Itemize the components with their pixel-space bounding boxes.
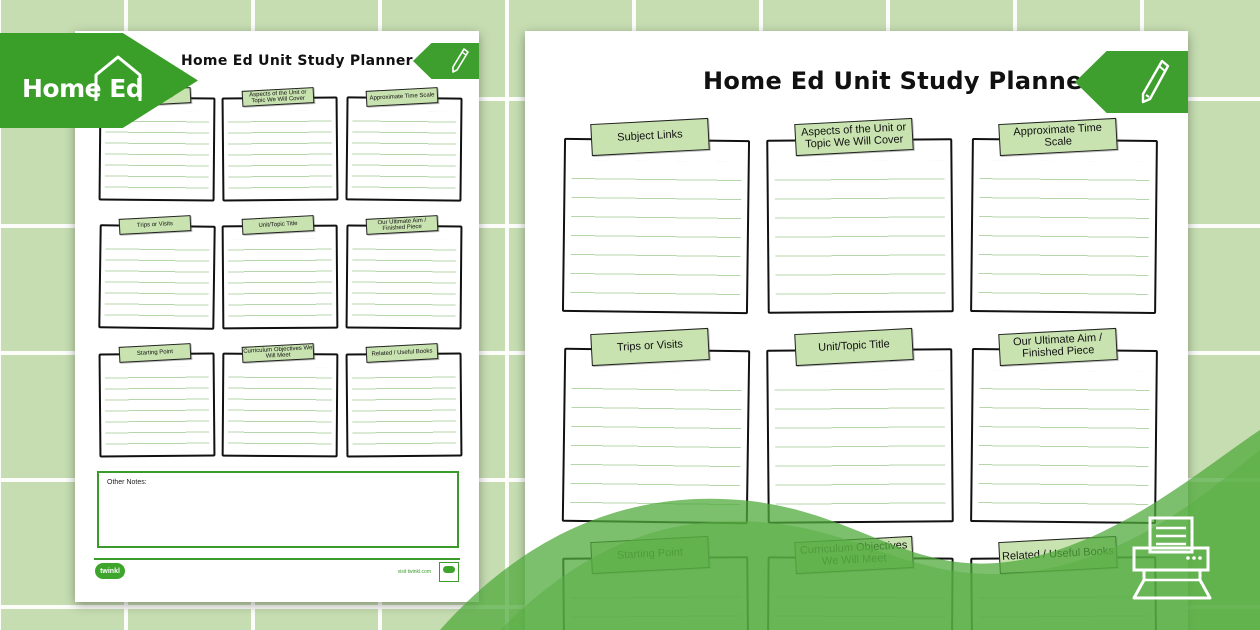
page-title-large: Home Ed Unit Study Planner xyxy=(703,67,1095,95)
box-label: Unit/Topic Title xyxy=(794,327,914,367)
box-label: Curriculum Objectives We Will Meet xyxy=(794,535,914,575)
box-label: Aspects of the Unit or Topic We Will Cov… xyxy=(794,117,914,157)
planner-box: Aspects of the Unit or Topic We Will Cov… xyxy=(766,117,954,314)
planner-box: Approximate Time Scale xyxy=(970,117,1158,314)
pencil-tab xyxy=(413,43,479,79)
planner-box: Approximate Time Scale xyxy=(345,87,463,202)
pencil-icon xyxy=(1141,59,1170,104)
footer-divider xyxy=(94,558,460,560)
box-label: Starting Point xyxy=(590,535,710,575)
pencil-icon xyxy=(452,48,469,73)
planner-sheet-large: Home Ed Unit Study Planner Subject Links… xyxy=(525,31,1188,630)
box-label: Approximate Time Scale xyxy=(998,117,1118,157)
planner-box: Unit/Topic Title xyxy=(766,327,954,524)
page-title: Home Ed Unit Study Planner xyxy=(181,53,413,69)
planner-box: Related / Useful Books xyxy=(970,535,1158,630)
box-label: Trips or Visits xyxy=(590,327,710,367)
box-label: Subject Links xyxy=(590,117,710,157)
planner-box: Unit/Topic Title xyxy=(221,215,339,330)
planner-box: Our Ultimate Aim / Finished Piece xyxy=(345,215,463,330)
planner-box: Trips or Visits xyxy=(561,327,751,525)
house-icon xyxy=(94,55,142,101)
quality-badge-icon xyxy=(439,562,459,582)
planner-sheet-preview-small: Home Ed Unit Study Planner Subject Links… xyxy=(75,31,479,602)
printer-icon[interactable] xyxy=(1132,514,1216,602)
planner-box: Trips or Visits xyxy=(98,215,216,330)
planner-box: Our Ultimate Aim / Finished Piece xyxy=(970,327,1158,524)
pencil-tab-large xyxy=(1075,51,1188,113)
twinkl-logo: twinkl xyxy=(95,563,125,579)
planner-box: Curriculum Objectives We Will Meet xyxy=(766,535,954,630)
planner-box: Starting Point xyxy=(98,343,216,458)
planner-box: Subject Links xyxy=(561,117,751,315)
footer-url: visit twinkl.com xyxy=(397,569,431,575)
planner-box: Curriculum Objectives We Will Meet xyxy=(221,343,339,458)
other-notes-box: Other Notes: xyxy=(97,471,459,548)
box-label: Related / Useful Books xyxy=(998,535,1118,575)
planner-box: Aspects of the Unit or Topic We Will Cov… xyxy=(221,87,339,202)
planner-box: Starting Point xyxy=(562,535,750,630)
planner-box: Related / Useful Books xyxy=(345,343,463,458)
home-ed-logo-text: Home Ed xyxy=(22,74,144,103)
box-label: Our Ultimate Aim / Finished Piece xyxy=(998,327,1118,367)
other-notes-label: Other Notes: xyxy=(107,479,147,486)
